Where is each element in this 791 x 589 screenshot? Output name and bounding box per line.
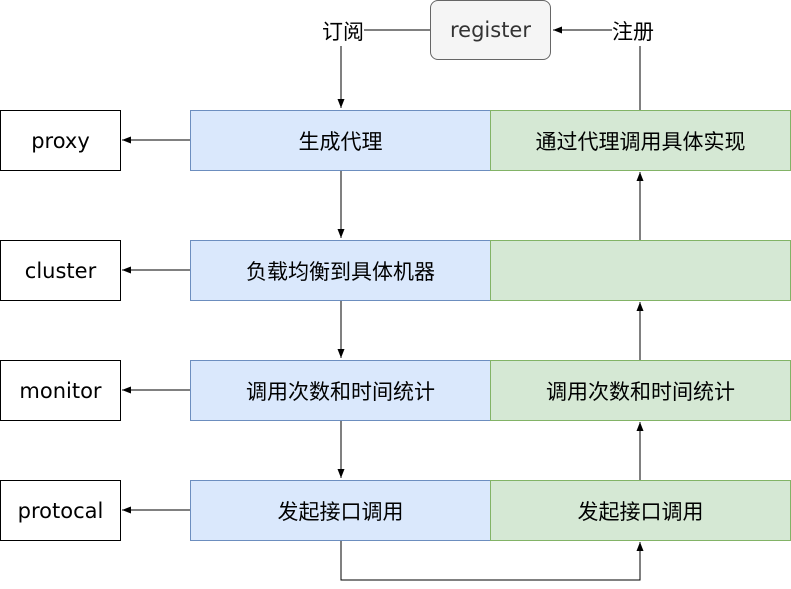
provider-protocol-label: 发起接口调用 [577, 499, 704, 524]
side-box-proxy: proxy [0, 110, 121, 171]
consumer-monitor-box: 调用次数和时间统计 [190, 360, 491, 421]
side-box-cluster: cluster [0, 240, 121, 301]
side-box-monitor: monitor [0, 360, 121, 421]
side-box-protocol: protocal [0, 480, 121, 541]
provider-proxy-box: 通过代理调用具体实现 [490, 110, 791, 171]
provider-monitor-box: 调用次数和时间统计 [490, 360, 791, 421]
provider-cluster-box [490, 240, 791, 301]
consumer-monitor-label: 调用次数和时间统计 [246, 379, 435, 404]
side-label-monitor: monitor [19, 378, 102, 403]
provider-protocol-box: 发起接口调用 [490, 480, 791, 541]
consumer-proxy-label: 生成代理 [298, 129, 383, 154]
side-label-protocol: protocal [17, 498, 104, 523]
register-node: register [430, 0, 551, 60]
consumer-protocol-label: 发起接口调用 [277, 499, 404, 524]
provider-monitor-label: 调用次数和时间统计 [546, 379, 735, 404]
bottom-loop-connector [340, 540, 644, 581]
subscribe-label: 订阅 [322, 16, 364, 46]
register-label: register [450, 18, 531, 42]
consumer-cluster-label: 负载均衡到具体机器 [246, 259, 435, 284]
consumer-protocol-box: 发起接口调用 [190, 480, 491, 541]
consumer-cluster-box: 负载均衡到具体机器 [190, 240, 491, 301]
side-label-cluster: cluster [24, 258, 97, 283]
side-label-proxy: proxy [31, 128, 90, 153]
consumer-proxy-box: 生成代理 [190, 110, 491, 171]
register-connector-label: 注册 [612, 16, 654, 46]
provider-proxy-label: 通过代理调用具体实现 [535, 129, 746, 154]
